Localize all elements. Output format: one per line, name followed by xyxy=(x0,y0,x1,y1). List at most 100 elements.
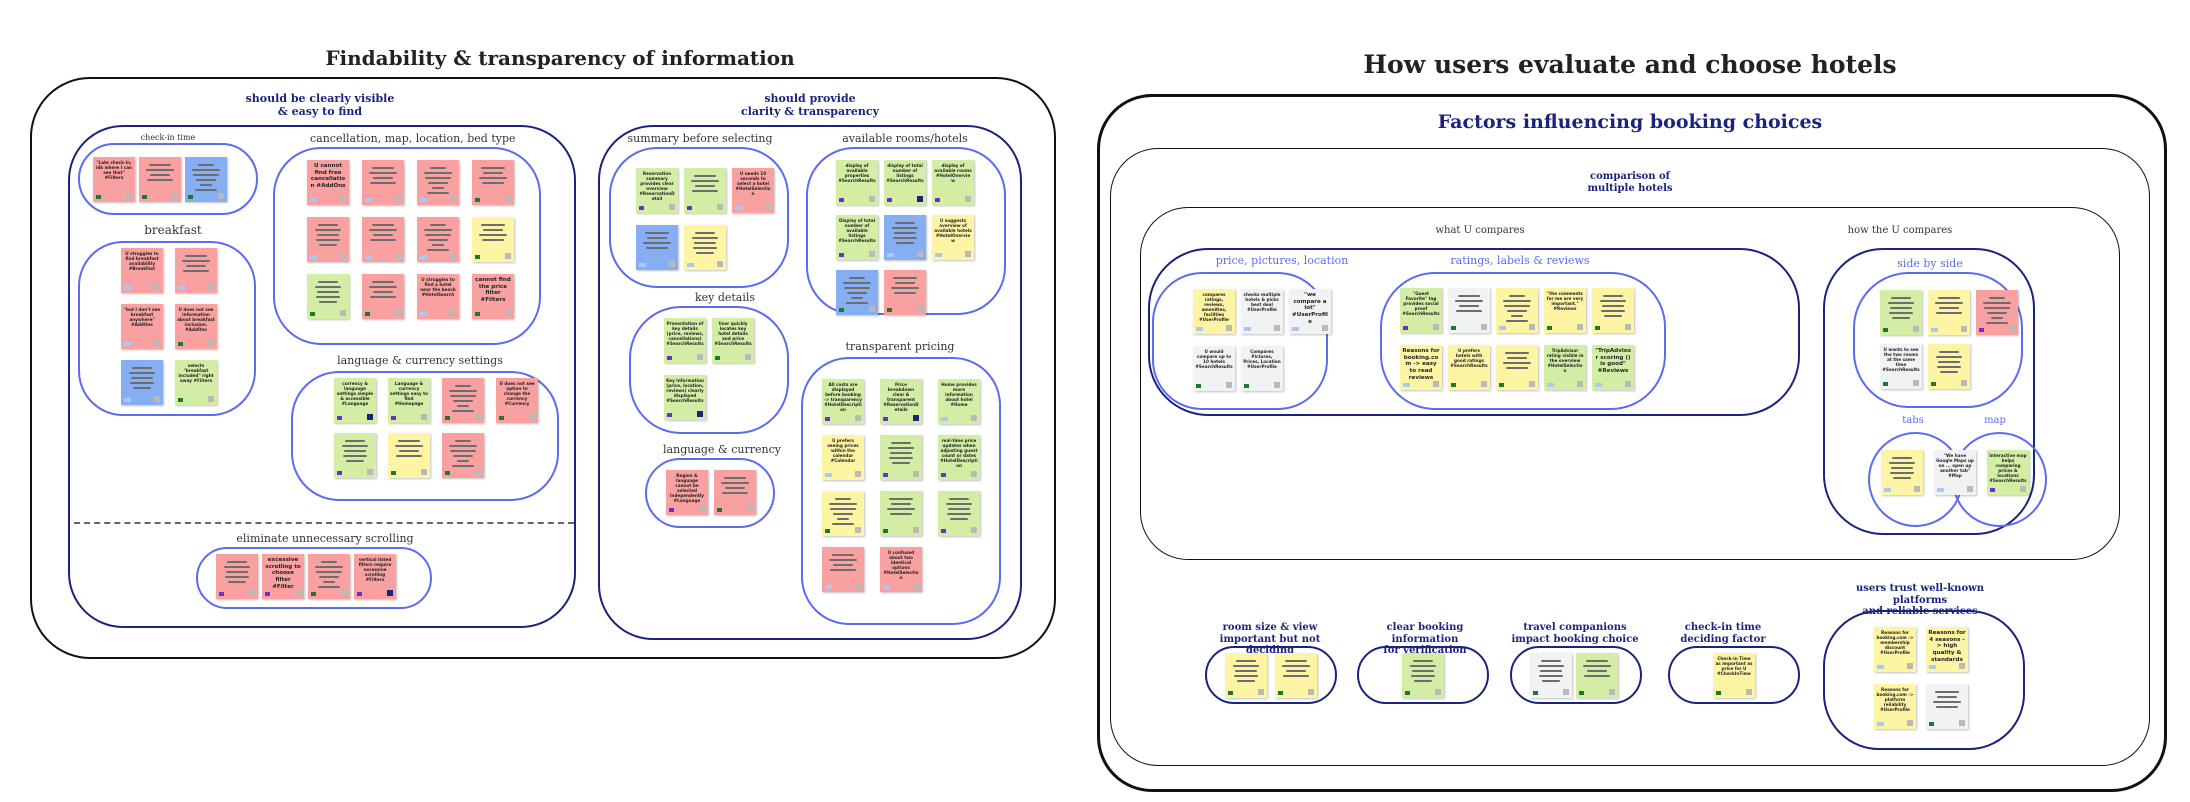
sticky-note[interactable] xyxy=(362,274,404,319)
sticky-note[interactable]: All costs are displayed before booking -… xyxy=(822,379,864,424)
sticky-note[interactable]: "we compare a lot" #UserProfile xyxy=(1289,289,1331,334)
sticky-note[interactable]: Home provides more information about hot… xyxy=(938,379,980,424)
sticky-note[interactable]: U does not see information about breakfa… xyxy=(175,304,217,349)
sticky-note[interactable] xyxy=(442,378,484,423)
sticky-note[interactable]: "the comments for me are very important.… xyxy=(1544,288,1586,333)
sticky-note[interactable] xyxy=(1592,288,1634,333)
sticky-note[interactable]: User quickly locates key hotel details a… xyxy=(712,318,754,363)
key-details-notes: Presentation of key details (price, revi… xyxy=(664,318,754,420)
sticky-note[interactable]: Check-in Time as important as price for … xyxy=(1713,653,1755,698)
sticky-note[interactable] xyxy=(442,433,484,478)
sticky-note[interactable] xyxy=(822,491,864,536)
sticky-note[interactable]: U does not see option to change the curr… xyxy=(496,378,538,423)
sticky-note[interactable] xyxy=(1448,288,1490,333)
sticky-note[interactable]: "Guest Favorite" tag provides social pro… xyxy=(1400,288,1442,333)
sticky-note[interactable]: Reservation summary provides clear overv… xyxy=(636,168,678,213)
sticky-note[interactable]: U wants to see the two rooms at the same… xyxy=(1880,344,1922,389)
sticky-note[interactable] xyxy=(472,217,514,262)
sticky-note[interactable] xyxy=(836,270,878,315)
sticky-note[interactable]: U prefers seeing prices within the calen… xyxy=(822,435,864,480)
sticky-note[interactable] xyxy=(388,433,430,478)
sticky-note[interactable] xyxy=(1496,288,1538,333)
sticky-note[interactable] xyxy=(684,225,726,270)
sticky-note[interactable] xyxy=(307,274,349,319)
sticky-note[interactable] xyxy=(684,168,726,213)
sticky-note[interactable] xyxy=(307,217,349,262)
sticky-note[interactable] xyxy=(139,157,181,202)
sticky-note[interactable]: excessive scrolling to choose filter #Fi… xyxy=(262,554,304,599)
sticky-note[interactable]: Interactive map helps comparing prices &… xyxy=(1987,450,2029,495)
sticky-note[interactable] xyxy=(884,215,926,260)
sticky-note[interactable]: currency & language settings simple & ac… xyxy=(334,378,376,423)
sticky-note[interactable]: real-time price updates when adjusting g… xyxy=(938,435,980,480)
sticky-note[interactable]: U would compare up to 10 hotels #SearchR… xyxy=(1193,346,1235,391)
sticky-note[interactable] xyxy=(1880,290,1922,335)
sticky-note[interactable] xyxy=(1402,653,1444,698)
sticky-note[interactable]: selects "breakfast included" right away … xyxy=(175,360,217,405)
tag-icon xyxy=(1547,326,1552,330)
sticky-note[interactable] xyxy=(472,160,514,205)
sticky-note[interactable]: Region & language cannot be selected ind… xyxy=(666,470,708,515)
tag-icon xyxy=(178,286,185,290)
sticky-note[interactable] xyxy=(417,217,459,262)
sticky-note[interactable]: U struggles to find breakfast availabili… xyxy=(121,248,163,293)
sticky-note[interactable]: "but I don't see breakfast anywhere" #Ad… xyxy=(121,304,163,349)
sticky-note[interactable] xyxy=(1530,653,1572,698)
sticky-note[interactable] xyxy=(417,160,459,205)
sticky-note[interactable] xyxy=(308,554,350,599)
sticky-note[interactable]: Language & currency settings easy to fin… xyxy=(388,378,430,423)
sticky-note[interactable] xyxy=(334,433,376,478)
sticky-note[interactable]: U cannot find free cancellation #AddOns xyxy=(307,160,349,205)
sticky-note[interactable]: U suggests overview of available hotels … xyxy=(932,215,974,260)
sticky-note[interactable] xyxy=(121,360,163,405)
sticky-note[interactable] xyxy=(362,160,404,205)
sticky-note[interactable]: vertical listed filters require excessiv… xyxy=(354,554,396,599)
sticky-note[interactable]: U needs 10 seconds to select a hotel #Ho… xyxy=(732,168,774,213)
sticky-note[interactable] xyxy=(1928,290,1970,335)
sticky-note[interactable] xyxy=(880,435,922,480)
sticky-note[interactable]: checks multiple hotels & picks best deal… xyxy=(1241,289,1283,334)
sticky-note[interactable] xyxy=(1926,684,1968,729)
sticky-note[interactable] xyxy=(938,491,980,536)
sticky-note[interactable] xyxy=(185,157,227,202)
sticky-note[interactable]: Display of total number of available lis… xyxy=(836,215,878,260)
sticky-note[interactable]: Reasons for booking.com -> easy to read … xyxy=(1400,345,1442,390)
sticky-note[interactable]: Key information (price, location, review… xyxy=(664,375,706,420)
sticky-note[interactable] xyxy=(1275,653,1317,698)
sticky-note[interactable]: TripAdvisor rating visible in the overvi… xyxy=(1544,345,1586,390)
clarity-cluster xyxy=(598,125,1022,640)
sticky-note[interactable] xyxy=(362,217,404,262)
sticky-note[interactable] xyxy=(884,270,926,315)
sticky-note[interactable]: display of total number of listings #Sea… xyxy=(884,160,926,205)
sticky-note[interactable] xyxy=(822,547,864,592)
sticky-note[interactable] xyxy=(1928,344,1970,389)
sticky-note[interactable]: Presentation of key details (price, revi… xyxy=(664,318,706,363)
sticky-note[interactable] xyxy=(175,248,217,293)
sticky-note[interactable] xyxy=(1976,290,2018,335)
sticky-note[interactable]: Price breakdown clear & transparent #Res… xyxy=(880,379,922,424)
sticky-note[interactable] xyxy=(1576,653,1618,698)
sticky-note[interactable] xyxy=(1225,653,1267,698)
sticky-note[interactable]: "TripAdvisor scoring () is good" #Review… xyxy=(1592,345,1634,390)
sticky-note[interactable]: U prefers hotels with good ratings #Sear… xyxy=(1448,345,1490,390)
sticky-note[interactable]: display of available properties #SearchR… xyxy=(836,160,878,205)
sticky-note[interactable]: display of available rooms #HotelOvervie… xyxy=(932,160,974,205)
sticky-note[interactable] xyxy=(636,225,678,270)
sticky-note[interactable]: Reasons for booking.com -> platform reli… xyxy=(1874,684,1916,729)
sticky-note[interactable] xyxy=(216,554,258,599)
sticky-note[interactable] xyxy=(1881,450,1923,495)
sticky-note[interactable]: "We have Google Maps up on ... open up a… xyxy=(1934,450,1976,495)
sticky-note[interactable] xyxy=(714,470,756,515)
sticky-note[interactable]: Reasons for 4 seasons -> high quality & … xyxy=(1926,627,1968,672)
sticky-note[interactable]: U confused about two identical options #… xyxy=(880,547,922,592)
sticky-note[interactable]: cannot find the price filter #Filters xyxy=(472,274,514,319)
sticky-note[interactable]: U struggles to find a hotel near the bea… xyxy=(417,274,459,319)
sticky-note[interactable]: Compares Pictures, Prices, Location #Use… xyxy=(1241,346,1283,391)
sticky-note[interactable] xyxy=(880,491,922,536)
sticky-note[interactable]: "Late check-in, idk where I can see that… xyxy=(93,157,135,202)
sticky-note[interactable]: compares ratings, reviews, amenities, fa… xyxy=(1193,289,1235,334)
sticky-note[interactable]: Reasons for booking.com -> membership di… xyxy=(1874,627,1916,672)
sticky-note[interactable] xyxy=(1496,345,1538,390)
sticky-note-text: U does not see information about breakfa… xyxy=(177,307,215,333)
